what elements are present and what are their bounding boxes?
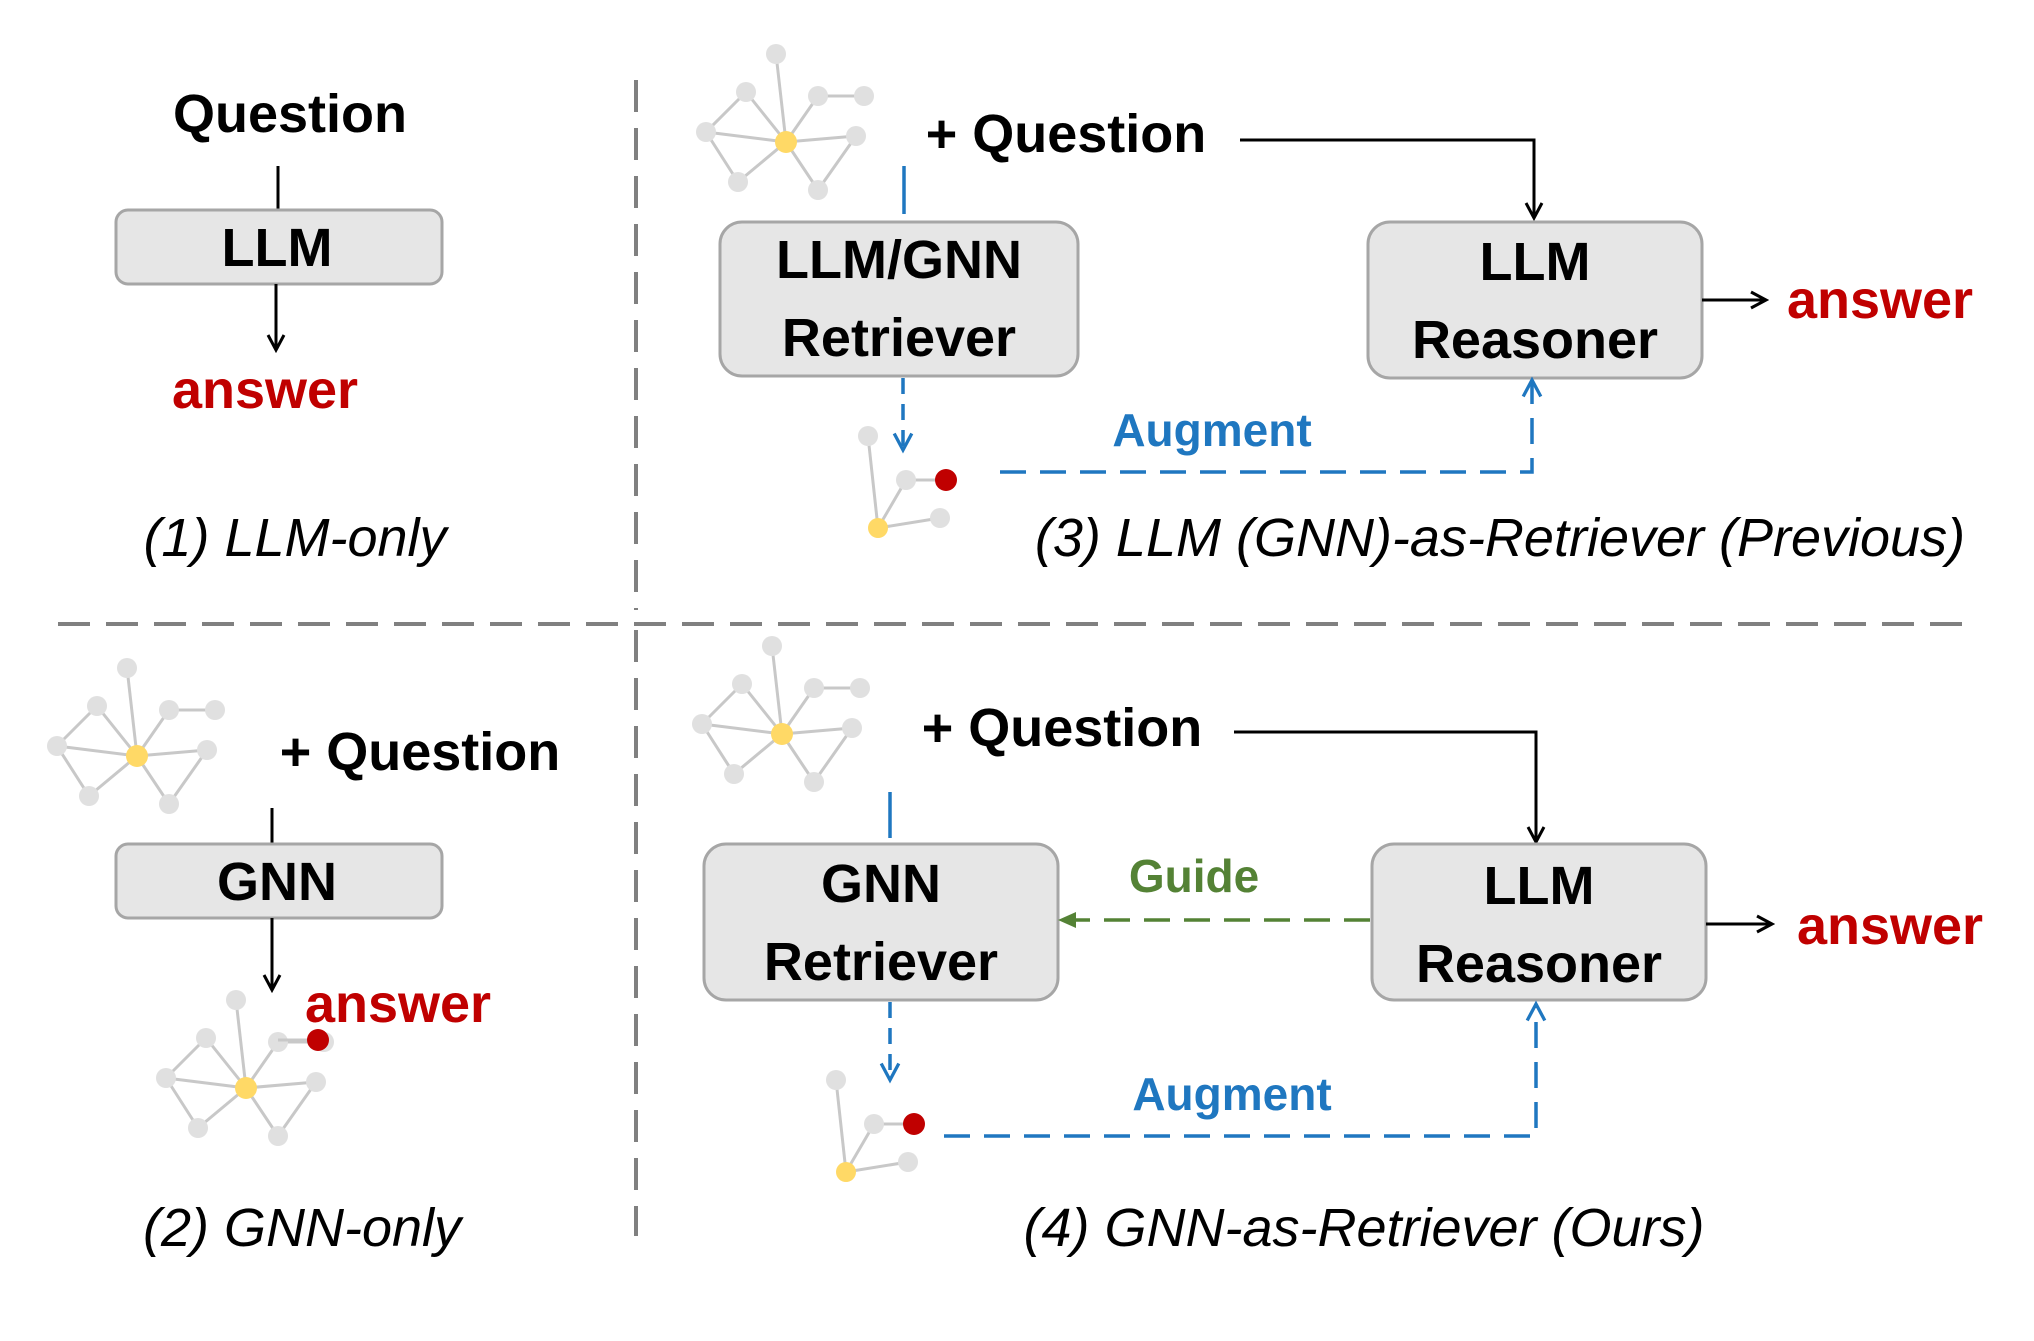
panel3-caption: (3) LLM (GNN)-as-Retriever (Previous) (1035, 508, 1965, 568)
panel4-reasoner-line1: LLM (1484, 856, 1595, 916)
panel2-gnn-box (114, 842, 444, 920)
panel1-llm-label: LLM (222, 218, 333, 278)
panel4-caption: (4) GNN-as-Retriever (Ours) (1023, 1198, 1704, 1258)
panel-gnn-only: + Question GNN answer (2) GNN-only (45, 656, 561, 1258)
panel4-question-label: + Question (922, 698, 1203, 758)
panel2-answer-label: answer (305, 974, 491, 1034)
panel3-input-graph (694, 42, 876, 202)
panel1-answer-label: answer (172, 360, 358, 420)
panel4-reasoner-line2: Reasoner (1416, 934, 1662, 994)
panel3-reasoner-line2: Reasoner (1412, 310, 1658, 370)
panel4-question-arrow (1234, 730, 1536, 842)
panel4-input-graph (690, 634, 872, 794)
panel3-augment-arrow (1000, 380, 1532, 474)
panel4-guide-label: Guide (1129, 850, 1259, 902)
panel4-augment-label: Augment (1132, 1068, 1331, 1120)
panel2-input-graph (45, 656, 227, 816)
panel3-question-arrow (1240, 138, 1534, 218)
panel-llm-gnn-as-retriever: + Question LLM/GNN Retriever LLM Reasone… (694, 42, 1973, 568)
panel1-llm-box (114, 208, 444, 286)
panel4-retriever-line1: GNN (821, 854, 941, 914)
panel3-subgraph (856, 424, 959, 540)
panel4-answer-label: answer (1797, 896, 1983, 956)
panel3-retriever-box (718, 220, 1080, 378)
panel4-retriever-line2: Retriever (764, 932, 998, 992)
panel1-question-label: Question (173, 84, 407, 144)
panel3-reasoner-line1: LLM (1480, 232, 1591, 292)
panel2-caption: (2) GNN-only (143, 1198, 464, 1258)
panel-llm-only: Question LLM answer (1) LLM-only (114, 84, 450, 568)
panel3-retriever-line1: LLM/GNN (776, 230, 1022, 290)
panel4-subgraph (824, 1068, 927, 1184)
panel-gnn-as-retriever-ours: + Question GNN Retriever LLM Reasoner an… (690, 634, 1983, 1258)
panel2-output-graph (154, 988, 336, 1148)
panel3-answer-label: answer (1787, 270, 1973, 330)
panel2-gnn-label: GNN (217, 852, 337, 912)
panel2-question-label: + Question (280, 722, 561, 782)
panel4-augment-arrow (944, 1004, 1536, 1138)
panel3-augment-label: Augment (1112, 404, 1311, 456)
panel1-caption: (1) LLM-only (143, 508, 449, 568)
panel3-question-label: + Question (926, 104, 1207, 164)
panel3-retriever-line2: Retriever (782, 308, 1016, 368)
panel4-reasoner-box (1370, 842, 1708, 1002)
